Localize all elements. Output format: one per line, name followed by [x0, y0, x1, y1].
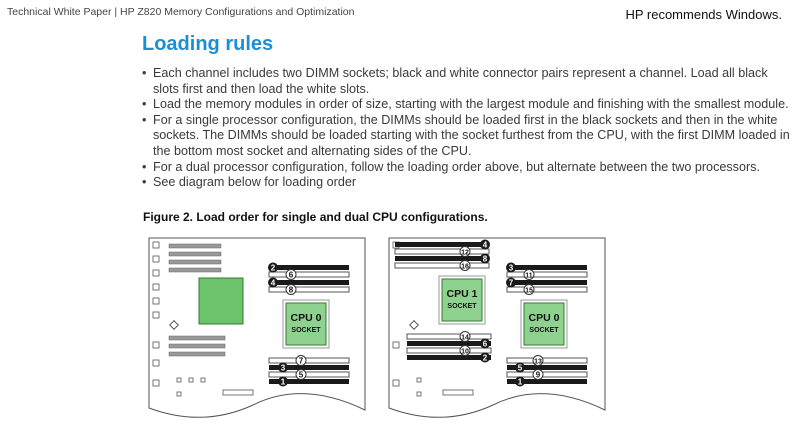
dimm-slot-black	[269, 379, 349, 384]
cpu0-socket: CPU 0 SOCKET	[282, 299, 330, 349]
dimm-order-label: 7	[299, 357, 304, 366]
dimm-labels-top: 2 6 4 8	[268, 262, 297, 295]
dimm-order-label: 13	[534, 359, 542, 366]
expansion-slots	[168, 243, 226, 357]
dimm-order-label: 1	[281, 378, 286, 387]
socket-label: SOCKET	[291, 327, 321, 334]
dimm-slots-top	[268, 265, 350, 293]
dimm-slots-bottom	[268, 357, 350, 384]
dimm-slot-white	[268, 357, 350, 364]
dimm-order-label: 9	[536, 371, 541, 380]
dimm-order-label: 4	[483, 241, 488, 250]
single-cpu-diagram: 2 6 4 8 CPU 0 SOCKET 7 3 5 1	[148, 237, 366, 418]
section-title: Loading rules	[142, 33, 274, 55]
cpu1-dimm-labels-top: 4 12 8 16	[459, 239, 490, 271]
header-separator: |	[114, 6, 118, 18]
dimm-order-label: 3	[509, 264, 514, 273]
dimm-slot-white	[268, 286, 350, 293]
cpu1-dimm-slots-bottom	[406, 333, 492, 360]
document-header: Technical White Paper | HP Z820 Memory C…	[7, 6, 354, 18]
cpu1-dimm-slots-top	[394, 242, 490, 269]
socket-label: SOCKET	[529, 327, 559, 334]
dimm-order-label: 15	[525, 288, 533, 295]
cpu0-dimm-labels-top: 3 11 7 15	[506, 262, 535, 295]
dimm-order-label: 10	[461, 349, 469, 356]
left-pci-slots	[152, 241, 160, 387]
dimm-slot-black	[269, 365, 349, 370]
rule-item: See diagram below for loading order	[142, 175, 792, 191]
socket-label: SOCKET	[447, 303, 477, 310]
dimm-order-label: 6	[289, 271, 294, 280]
dimm-order-label: 4	[271, 279, 276, 288]
cpu0-label: CPU 0	[291, 312, 322, 324]
figure-caption: Figure 2. Load order for single and dual…	[143, 210, 488, 224]
rule-item: For a dual processor configuration, foll…	[142, 160, 792, 176]
cpu0-dimm-slots-top	[506, 265, 588, 293]
board-outline	[148, 237, 366, 418]
cpu1-socket: CPU 1 SOCKET	[438, 275, 486, 325]
dimm-order-label: 7	[509, 279, 514, 288]
dimm-order-label: 2	[271, 264, 276, 273]
dimm-order-label: 5	[299, 371, 304, 380]
dimm-slot-white	[268, 271, 350, 278]
rule-item: Load the memory modules in order of size…	[142, 97, 792, 113]
dimm-order-label: 12	[461, 250, 469, 257]
windows-recommendation: HP recommends Windows.	[625, 7, 782, 22]
dual-cpu-diagram: 4 12 8 16 CPU 1 SOCKET 14 6 10 2 3	[388, 237, 606, 418]
dimm-order-label: 5	[518, 364, 523, 373]
dimm-order-label: 2	[483, 354, 488, 363]
cpu1-dimm-labels-bottom: 14 6 10 2	[459, 331, 490, 363]
dimm-slot-black	[269, 280, 349, 285]
dimm-order-label: 11	[525, 273, 533, 280]
doc-type: Technical White Paper	[7, 6, 112, 18]
dimm-order-label: 14	[461, 335, 469, 342]
chipset	[198, 277, 244, 325]
dimm-order-label: 1	[518, 378, 523, 387]
dimm-slot-black	[269, 265, 349, 270]
rule-item: For a single processor configuration, th…	[142, 113, 792, 160]
dimm-slot-white	[268, 371, 350, 378]
cpu0-dimm-labels-bottom: 13 5 9 1	[515, 355, 544, 387]
diamond-marker	[169, 320, 179, 330]
cpu1-label: CPU 1	[447, 288, 478, 300]
diamond-marker	[409, 320, 419, 330]
dimm-labels-bottom: 7 3 5 1	[278, 355, 307, 387]
rule-item: Each channel includes two DIMM sockets; …	[142, 66, 792, 97]
dimm-order-label: 6	[483, 340, 488, 349]
dimm-order-label: 16	[461, 264, 469, 271]
dimm-order-label: 8	[289, 286, 294, 295]
cpu0-label: CPU 0	[529, 312, 560, 324]
cpu0-dimm-slots-bottom	[506, 357, 588, 384]
bottom-connectors	[176, 377, 254, 397]
dimm-order-label: 8	[483, 255, 488, 264]
doc-title: HP Z820 Memory Configurations and Optimi…	[120, 6, 355, 18]
dimm-order-label: 3	[281, 364, 286, 373]
cpu0-socket: CPU 0 SOCKET	[520, 299, 568, 349]
loading-rules-list: Each channel includes two DIMM sockets; …	[142, 66, 792, 191]
bottom-connectors	[416, 377, 474, 397]
